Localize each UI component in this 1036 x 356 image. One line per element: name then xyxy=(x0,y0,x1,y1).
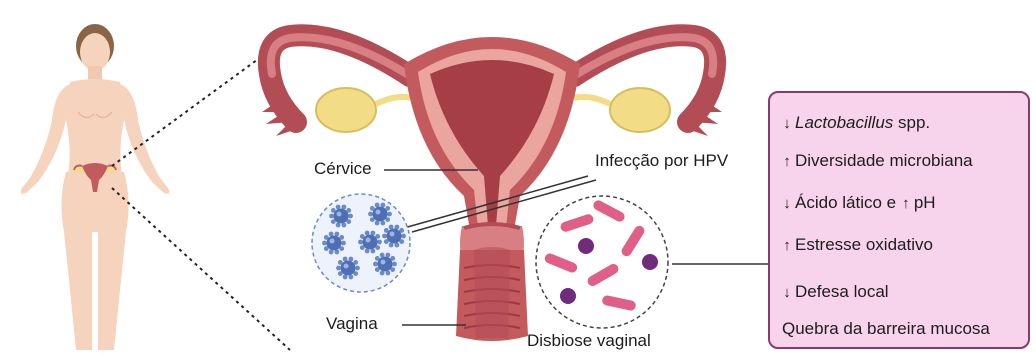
hpv-virus-circle xyxy=(312,194,410,292)
barrier-text: Quebra da barreira mucosa xyxy=(782,319,990,338)
arrow-down-icon: ↓ xyxy=(782,195,792,212)
defense-text: Defesa local xyxy=(795,282,889,301)
zoom-line-bottom xyxy=(112,188,290,350)
spp-text: spp. xyxy=(893,113,930,132)
effect-mucosal-barrier: Quebra da barreira mucosa xyxy=(782,319,990,339)
effect-diversity: ↑Diversidade microbiana xyxy=(782,151,973,171)
dysbiosis-label: Disbiose vaginal xyxy=(527,331,651,351)
effect-oxidative-stress: ↑Estresse oxidativo xyxy=(782,235,933,255)
arrow-up-icon: ↑ xyxy=(782,237,792,254)
effect-lactic-acid-ph: ↓Ácido lático e ↑pH xyxy=(782,193,936,213)
lactic-acid-text: Ácido lático e xyxy=(795,193,901,212)
arrow-up-icon: ↑ xyxy=(782,153,792,170)
bacteria-circle xyxy=(536,196,668,328)
arrow-down-icon: ↓ xyxy=(782,115,792,132)
effect-lactobacillus: ↓Lactobacillus spp. xyxy=(782,113,930,133)
arrow-down-icon: ↓ xyxy=(782,284,792,301)
hpv-label: Infecção por HPV xyxy=(595,151,728,171)
effect-local-defense: ↓Defesa local xyxy=(782,282,889,302)
ph-text: pH xyxy=(914,193,936,212)
arrow-up-icon: ↑ xyxy=(901,195,911,212)
zoom-line-top xyxy=(112,46,276,166)
diversity-text: Diversidade microbiana xyxy=(795,151,973,170)
oxidative-text: Estresse oxidativo xyxy=(795,235,933,254)
effects-box: ↓Lactobacillus spp. ↑Diversidade microbi… xyxy=(768,91,1030,349)
ovary-right xyxy=(610,88,670,132)
ovary-left xyxy=(316,88,376,132)
cervix-label: Cérvice xyxy=(314,159,372,179)
vagina-label: Vagina xyxy=(326,314,378,334)
human-figure xyxy=(21,24,170,350)
lactobacillus-text: Lactobacillus xyxy=(795,113,893,132)
